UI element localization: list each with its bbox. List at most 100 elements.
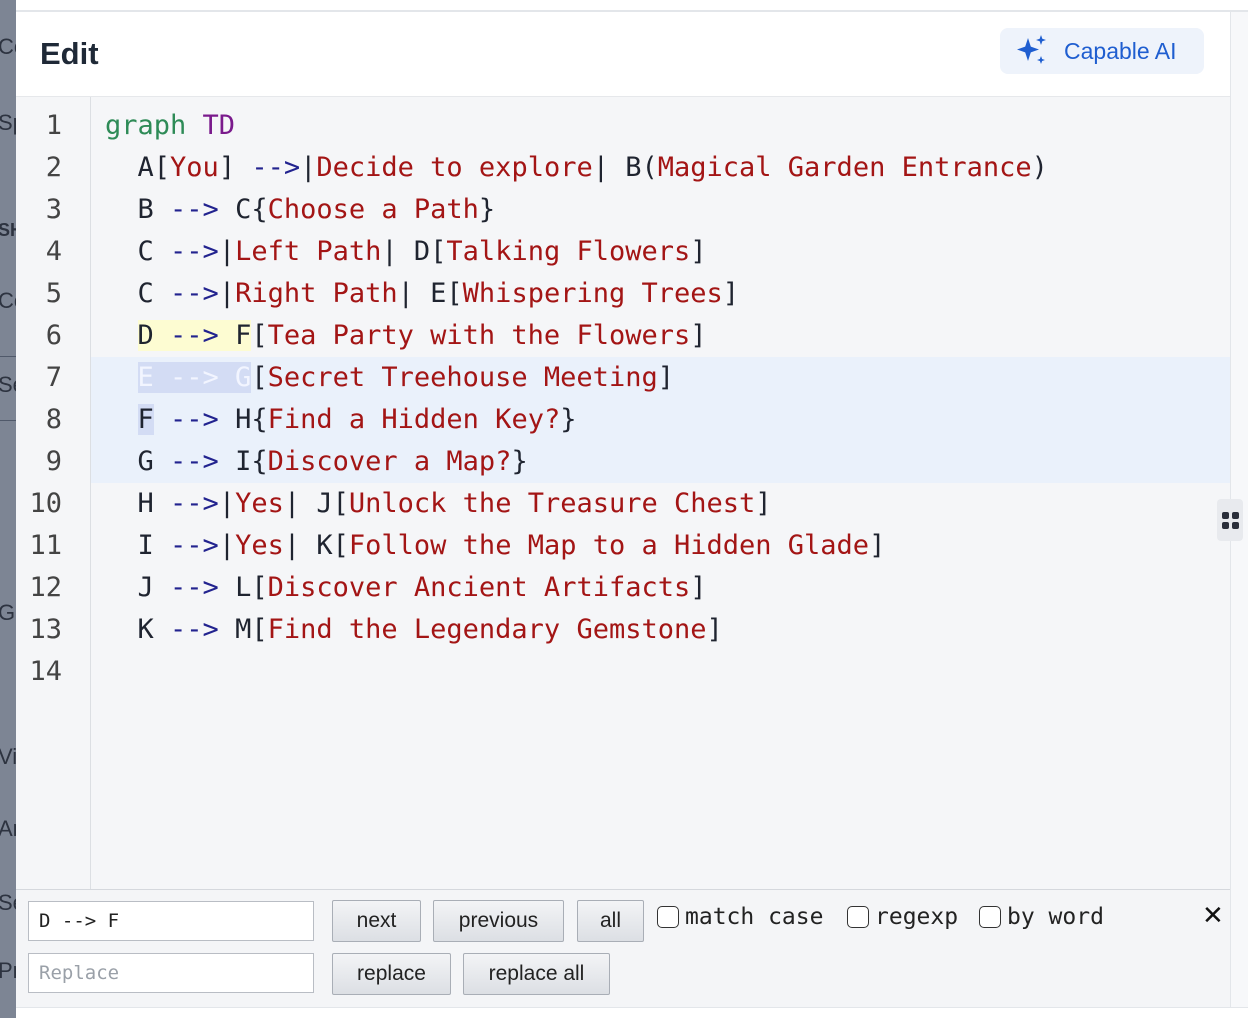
code-line[interactable]: H -->|Yes| J[Unlock the Treasure Chest] <box>105 483 772 525</box>
code-token: ] <box>690 320 707 351</box>
code-line[interactable]: E --> G[Secret Treehouse Meeting] <box>105 357 674 399</box>
code-line[interactable]: A[You] -->|Decide to explore| B(Magical … <box>105 147 1048 189</box>
code-line[interactable]: J --> L[Discover Ancient Artifacts] <box>105 567 707 609</box>
line-number: 10 <box>29 488 62 519</box>
match-case-option[interactable]: match case <box>657 904 823 930</box>
code-token: --> <box>170 446 219 477</box>
code-token: J <box>105 572 171 603</box>
code-token: M[ <box>218 614 268 645</box>
background-letter: Se <box>0 890 16 915</box>
regexp-option[interactable]: regexp <box>847 904 958 930</box>
code-line[interactable]: I -->|Yes| K[Follow the Map to a Hidden … <box>105 525 886 567</box>
search-panel: next previous all match case regexp by w… <box>16 889 1230 1008</box>
code-token: | B( <box>592 152 658 183</box>
code-token: | K[ <box>283 530 349 561</box>
replace-all-button[interactable]: replace all <box>463 953 610 995</box>
code-token: Magical Garden Entrance <box>657 152 1032 183</box>
code-token: | <box>218 236 236 267</box>
line-number: 1 <box>45 110 62 141</box>
code-token: | <box>218 278 236 309</box>
code-token: F <box>218 320 252 351</box>
all-button[interactable]: all <box>577 900 644 942</box>
background-letter: Sp <box>0 110 16 135</box>
code-token <box>186 110 202 141</box>
drag-handle-icon[interactable] <box>1217 499 1243 541</box>
by-word-option[interactable]: by word <box>979 904 1104 930</box>
bottom-divider <box>16 1007 1248 1019</box>
code-token: Decide to explore <box>316 152 593 183</box>
match-case-checkbox[interactable] <box>657 906 679 928</box>
code-token: C <box>105 236 171 267</box>
next-button[interactable]: next <box>332 900 421 942</box>
code-line[interactable]: D --> F[Tea Party with the Flowers] <box>105 315 707 357</box>
close-icon[interactable]: ✕ <box>1202 900 1224 930</box>
code-token: D <box>137 320 171 351</box>
code-token: Yes <box>235 530 284 561</box>
code-token: } <box>560 404 577 435</box>
code-token: A[ <box>105 152 171 183</box>
top-divider <box>16 10 1248 12</box>
background-letter: Se <box>0 372 16 397</box>
code-token: B <box>105 194 171 225</box>
code-token: | J[ <box>283 488 349 519</box>
background-letter: Ar <box>0 816 16 841</box>
line-number: 9 <box>45 446 62 477</box>
code-token: C{ <box>218 194 268 225</box>
background-letter: SH <box>0 220 16 240</box>
code-token: --> <box>170 320 219 351</box>
code-token: Find the Legendary Gemstone <box>267 614 707 645</box>
code-token: ] <box>690 236 707 267</box>
code-token: --> <box>170 530 219 561</box>
code-token: | <box>300 152 317 183</box>
capable-ai-button[interactable]: Capable AI <box>1000 28 1204 74</box>
code-token <box>105 404 138 435</box>
code-token: [ <box>251 362 268 393</box>
code-token <box>154 404 170 435</box>
code-token: ] <box>690 572 707 603</box>
code-line[interactable]: C -->|Left Path| D[Talking Flowers] <box>105 231 707 273</box>
code-token: C <box>105 278 171 309</box>
code-token: Secret Treehouse Meeting <box>267 362 658 393</box>
code-token: I{ <box>218 446 268 477</box>
sparkle-icon <box>1017 35 1046 64</box>
code-token: graph <box>105 110 187 141</box>
code-token: --> <box>251 152 301 183</box>
code-token <box>105 320 138 351</box>
match-case-label: match case <box>685 904 824 930</box>
code-token <box>105 362 138 393</box>
code-token: G <box>105 446 171 477</box>
code-token: | <box>218 488 236 519</box>
replace-button[interactable]: replace <box>332 953 451 995</box>
code-token: --> <box>170 572 219 603</box>
find-input[interactable] <box>28 901 314 941</box>
code-token: Discover a Map? <box>267 446 512 477</box>
code-token: [ <box>251 320 268 351</box>
line-number: 4 <box>45 236 62 267</box>
replace-input[interactable] <box>28 953 314 993</box>
code-token: | D[ <box>381 236 447 267</box>
line-number: 3 <box>45 194 62 225</box>
line-number: 7 <box>45 362 62 393</box>
code-line[interactable]: K --> M[Find the Legendary Gemstone] <box>105 609 723 651</box>
code-token: E --> G <box>137 362 252 393</box>
previous-button[interactable]: previous <box>433 900 564 942</box>
background-letter: Vi <box>0 744 16 769</box>
background-letter: Go <box>0 600 16 625</box>
code-token: You <box>170 152 219 183</box>
code-line[interactable]: graph TD <box>105 105 235 147</box>
code-token: ] <box>706 614 723 645</box>
by-word-checkbox[interactable] <box>979 906 1001 928</box>
code-line[interactable]: C -->|Right Path| E[Whispering Trees] <box>105 273 740 315</box>
background-page-edge: Co Sp SH Co Se Go Vi Ar Se Pr <box>0 0 16 1018</box>
code-line[interactable]: G --> I{Discover a Map?} <box>105 441 528 483</box>
code-token: Tea Party with the Flowers <box>267 320 691 351</box>
code-token: ] <box>722 278 740 309</box>
code-token: ] <box>869 530 886 561</box>
code-line[interactable]: B --> C{Choose a Path} <box>105 189 496 231</box>
line-number: 2 <box>45 152 62 183</box>
line-number: 5 <box>45 278 62 309</box>
code-token: --> <box>170 404 219 435</box>
regexp-checkbox[interactable] <box>847 906 869 928</box>
code-line[interactable]: F --> H{Find a Hidden Key?} <box>105 399 576 441</box>
